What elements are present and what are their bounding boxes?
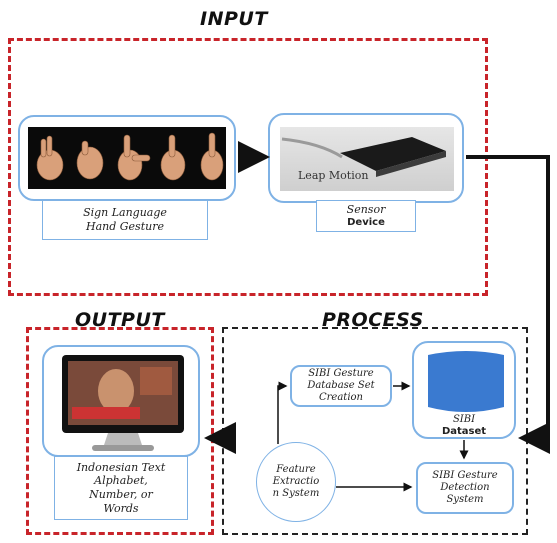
dataset-label-line1: SIBI <box>452 414 476 425</box>
sensor-label-line2: Device <box>347 216 385 228</box>
hand-gesture-image-box <box>18 115 236 201</box>
leap-motion-photo: Leap Motion <box>280 127 454 191</box>
database-creation-label: SIBI Gesture Database Set Creation <box>307 368 375 403</box>
detection-label: SIBI Gesture Detection System <box>432 470 498 505</box>
leap-motion-device-icon <box>281 137 446 177</box>
database-creation-box: SIBI Gesture Database Set Creation <box>290 365 392 407</box>
sensor-label-line1: Sensor <box>346 202 386 216</box>
hand-gesture-label-box: Sign Language Hand Gesture <box>42 200 208 240</box>
result-label-box: Indonesian Text Alphabet, Number, or Wor… <box>54 456 188 520</box>
hand-gestures-photo <box>28 127 226 189</box>
sensor-image-box: Leap Motion <box>268 113 464 203</box>
dataset-label-line2: Dataset <box>441 426 487 437</box>
hand-gesture-label: Sign Language Hand Gesture <box>83 206 167 233</box>
dataset-box: SIBI Dataset <box>412 341 516 439</box>
detection-box: SIBI Gesture Detection System <box>416 462 514 514</box>
input-title: INPUT <box>200 8 268 30</box>
feature-extraction-circle: Feature Extractio n System <box>256 442 336 522</box>
monitor-image-box <box>42 345 200 457</box>
process-title: PROCESS <box>322 309 424 331</box>
result-label: Indonesian Text Alphabet, Number, or Wor… <box>76 460 166 515</box>
hand-gestures-illustration <box>36 132 224 181</box>
feature-extraction-label: Feature Extractio n System <box>272 464 320 499</box>
output-title: OUTPUT <box>75 309 165 331</box>
monitor-icon <box>62 355 184 451</box>
sensor-label-box: Sensor Device <box>316 200 416 232</box>
sensor-image-caption: Leap Motion <box>298 169 369 182</box>
